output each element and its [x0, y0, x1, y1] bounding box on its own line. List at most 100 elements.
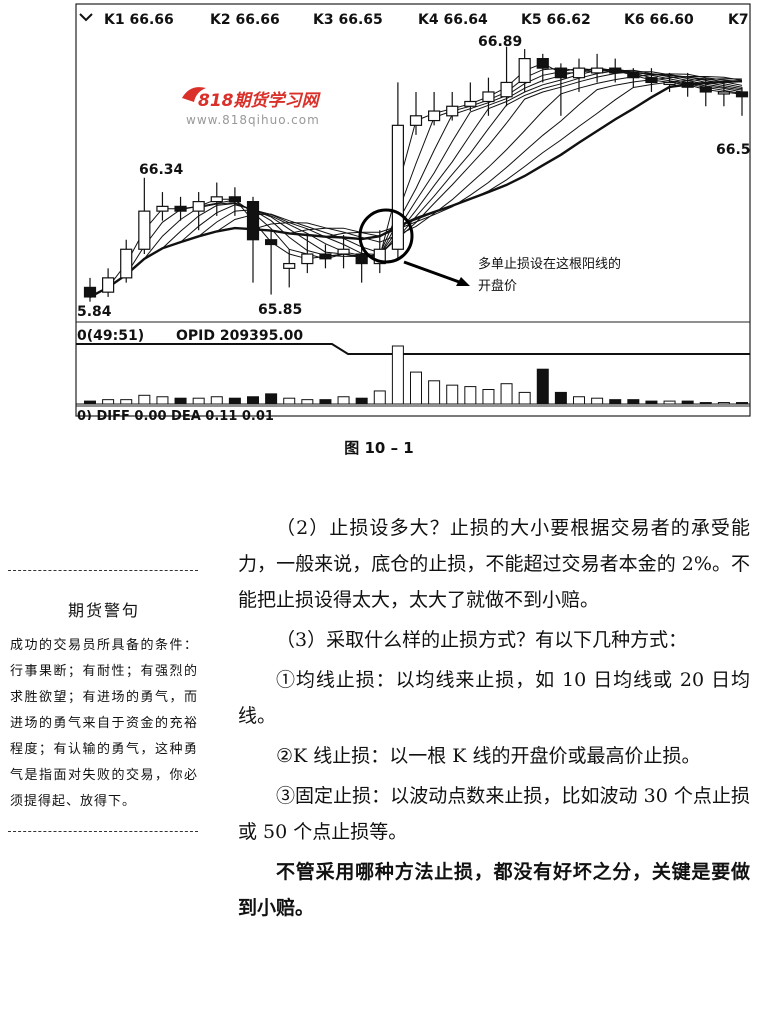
volume-bar: [301, 399, 314, 405]
candle-down: [627, 72, 640, 79]
candle-down: [681, 81, 694, 88]
paragraph: ③固定止损：以波动点数来止损，比如波动 30 个点止损或 50 个点止损等。: [238, 785, 750, 843]
candle-up: [120, 248, 133, 279]
volume-bar: [228, 397, 241, 405]
k-label: K1 66.66: [104, 12, 174, 28]
candle-up: [373, 248, 386, 265]
volume-bar: [319, 399, 332, 405]
k-label: K4 66.64: [418, 12, 488, 28]
figure-caption: 图 10 – 1: [344, 439, 414, 457]
k-label: K7: [728, 12, 749, 28]
volume-bar: [591, 397, 604, 405]
volume-bar: [192, 397, 205, 405]
volume-bar: [446, 384, 459, 405]
candle-up: [428, 110, 441, 122]
annotation-text: 多单止损设在这根阳线的: [478, 256, 621, 272]
price-label-low: 65.85: [258, 302, 302, 318]
price-label: 66.34: [139, 162, 184, 178]
candle-up: [337, 248, 350, 255]
volume-bar: [265, 393, 278, 405]
volume-bar: [554, 391, 567, 405]
futures-kline-chart: K1 66.66 K2 66.66 K3 66.65 K4 66.64 K5 6…: [75, 3, 751, 420]
chevron-down-icon[interactable]: [79, 13, 93, 22]
candle-up: [572, 67, 586, 79]
candle-up: [446, 105, 459, 117]
volume-bar: [337, 396, 350, 405]
candle-up: [192, 201, 205, 212]
annotation-text: 开盘价: [478, 278, 517, 294]
candle-down: [735, 91, 749, 98]
candle-up: [156, 205, 169, 212]
volume-bar: [156, 396, 169, 405]
candle-up: [301, 253, 314, 265]
logo-url: www.818qihuo.com: [186, 113, 320, 127]
volume-bar: [138, 394, 151, 405]
candle-up: [283, 262, 296, 269]
k-label: K3 66.65: [313, 12, 383, 28]
dashed-divider: [8, 831, 198, 832]
price-label: 66.5: [716, 142, 751, 158]
volume-bar: [120, 399, 133, 405]
indicator-label: 0(49:51): [77, 328, 144, 344]
candle-up: [717, 91, 730, 95]
candle-down: [536, 57, 549, 69]
candle-up: [138, 210, 151, 250]
volume-bar: [283, 397, 296, 405]
candle-up: [391, 124, 404, 250]
volume-bar: [247, 396, 259, 405]
paragraph-bold: 不管采用哪种方法止损，都没有好坏之分，关键是要做到小赔。: [238, 861, 750, 919]
candle-up: [210, 196, 223, 203]
volume-bar: [102, 399, 115, 405]
volume-bar: [428, 380, 441, 405]
main-text: （2）止损设多大？止损的大小要根据交易者的承受能力，一般来说，底仓的止损，不能超…: [238, 510, 750, 930]
k-label: K5 66.62: [521, 12, 591, 28]
opid-label: OPID 209395.00: [176, 328, 303, 344]
k-label: K2 66.66: [210, 12, 280, 28]
paragraph: （3）采取什么样的止损方式？有以下几种方式：: [276, 629, 688, 651]
arrowhead-icon: [456, 277, 470, 286]
volume-bar: [410, 371, 422, 405]
price-label: 5.84: [77, 304, 112, 320]
candlesticks: [83, 46, 749, 302]
candle-down: [228, 196, 241, 203]
candle-down: [83, 286, 97, 298]
annotation-arrow: [403, 260, 463, 285]
sidebar-quote-box: 期货警句 成功的交易员所具备的条件：行事果断；有耐性；有强烈的求胜欲望；有进场的…: [8, 570, 200, 832]
volume-bar: [500, 383, 513, 405]
candle-up: [663, 81, 676, 86]
volume-bar: [536, 368, 549, 405]
k-label: K6 66.60: [624, 12, 694, 28]
volume-bar: [174, 397, 187, 405]
volume-bar: [210, 396, 223, 405]
flame-icon: [182, 87, 206, 102]
candle-down: [645, 77, 658, 84]
site-logo: 818期货学习网 www.818qihuo.com: [182, 87, 321, 127]
candle-up: [482, 91, 495, 103]
highlight-circle: [358, 208, 414, 264]
sidebar-title: 期货警句: [67, 601, 140, 620]
price-label-high: 66.89: [478, 34, 522, 50]
macd-label: 0) DIFF 0.00 DEA 0.11 0.01: [77, 409, 274, 420]
ma-line: [89, 80, 743, 298]
candle-down: [609, 67, 622, 74]
volume-bar: [373, 390, 386, 405]
volume-bar: [573, 396, 585, 405]
logo-text: 818期货学习网: [198, 91, 321, 111]
candle-down: [554, 67, 567, 79]
volume-bars: [84, 345, 748, 405]
volume-bar: [609, 399, 622, 405]
paragraph: ②K 线止损：以一根 K 线的开盘价或最高价止损。: [276, 745, 701, 767]
candle-down: [355, 253, 368, 265]
volume-bar: [627, 399, 640, 405]
candle-down: [265, 239, 278, 246]
candle-up: [518, 57, 531, 84]
volume-bar: [355, 397, 368, 405]
candle-up: [409, 115, 423, 126]
volume-bar: [464, 386, 477, 405]
candle-up: [102, 277, 115, 293]
sidebar-body: 成功的交易员所具备的条件：行事果断；有耐性；有强烈的求胜欲望；有进场的勇气，而进…: [10, 638, 198, 809]
volume-bar: [518, 391, 531, 405]
paragraph: ①均线止损：以均线来止损，如 10 日均线或 20 日均线。: [238, 669, 750, 727]
candle-down: [319, 253, 332, 260]
opid-line: [76, 343, 750, 355]
